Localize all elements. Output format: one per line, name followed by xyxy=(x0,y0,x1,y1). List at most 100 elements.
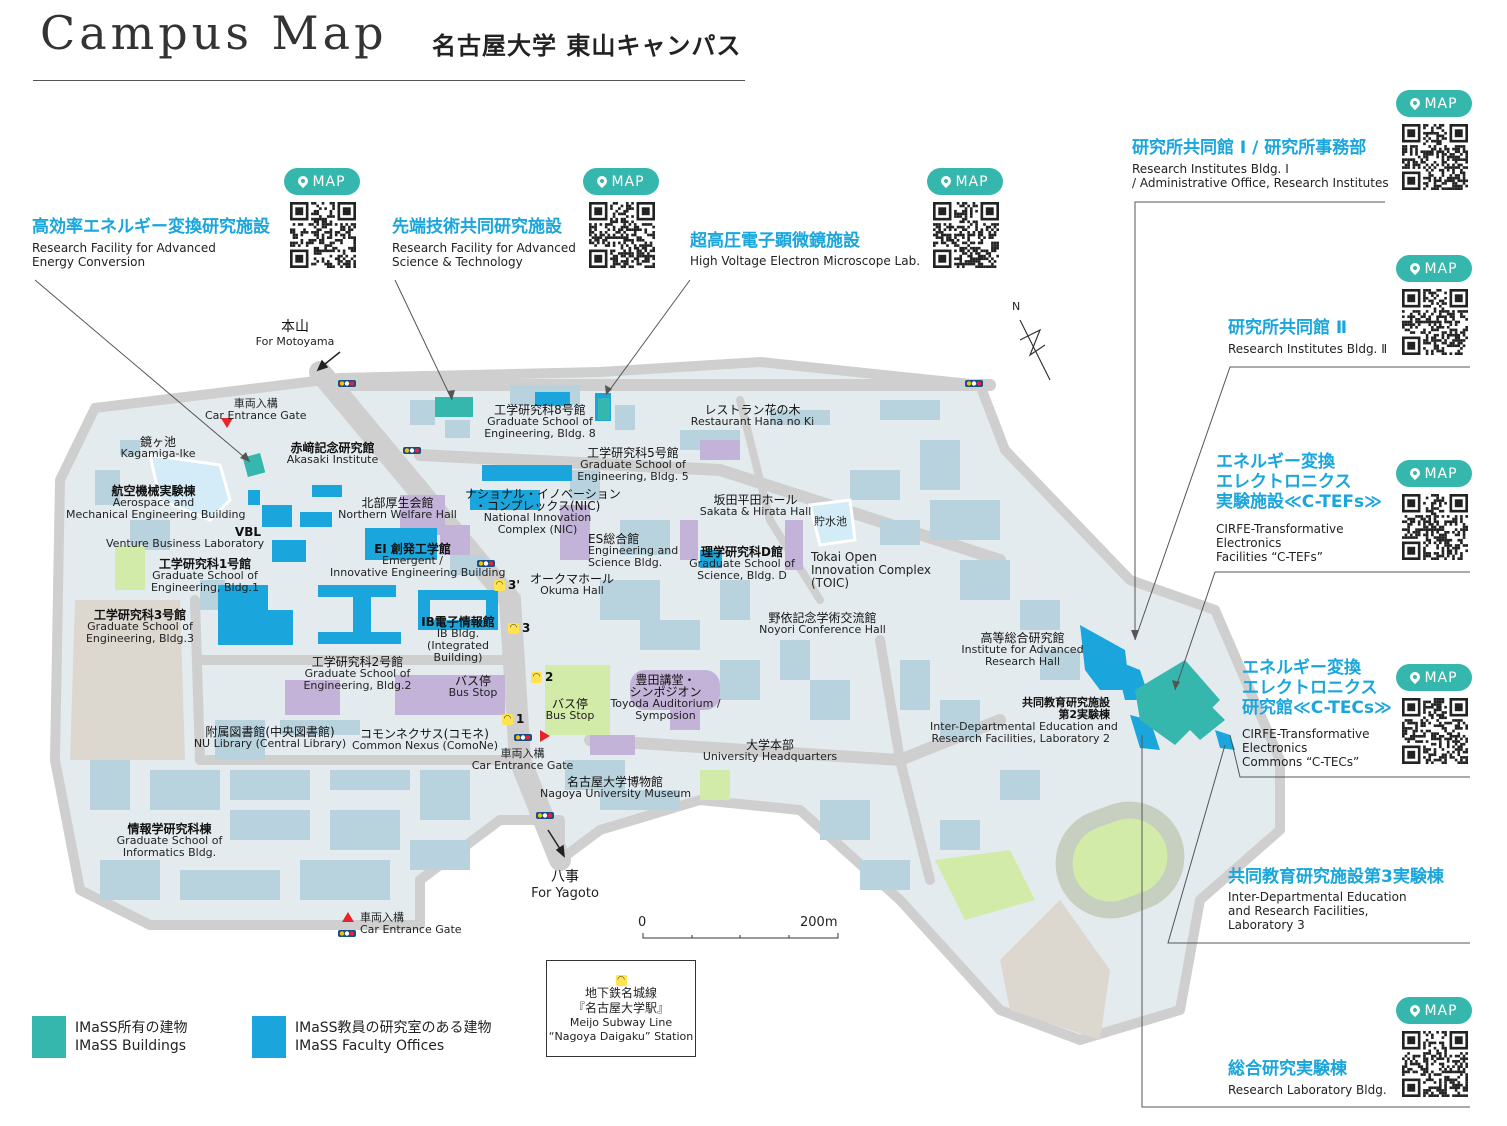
car-gate-icons xyxy=(221,418,550,922)
qr-code-research-institutes-2[interactable] xyxy=(1402,289,1468,355)
label-nic: ナショナル・イノベーション ・コンプレックス(NIC) National Inn… xyxy=(465,487,621,536)
page-subtitle: 名古屋大学 東山キャンパス xyxy=(432,32,742,60)
label-ei: EI 創発工学館 Emergent / Innovative Engineeri… xyxy=(330,542,506,579)
subway-icon: ◠ xyxy=(508,622,519,634)
map-button-research-institutes-1[interactable]: MAP xyxy=(1396,90,1472,117)
label-yagoto: 八事 For Yagoto xyxy=(531,869,599,901)
scale-zero: 0 xyxy=(638,915,647,930)
label-gate-center: 車両入構 Car Entrance Gate xyxy=(471,747,574,772)
card-subtitle-research-laboratory: Research Laboratory Bldg. xyxy=(1228,1083,1387,1097)
subway-info-box: ◠ 地下鉄名城線 『名古屋大学駅』 Meijo Subway Line “Nag… xyxy=(546,960,696,1057)
lecture-buildings xyxy=(285,440,803,755)
label-eng3: 工学研究科3号館 Graduate School of Engineering,… xyxy=(85,608,195,645)
leader-arrowheads xyxy=(240,385,1180,690)
label-ib: IB電子情報館 IB Bldg. (Integrated Building) xyxy=(421,615,495,664)
qr-code-advanced-science[interactable] xyxy=(589,202,655,268)
map-button-research-laboratory[interactable]: MAP xyxy=(1396,997,1472,1024)
kagamiga-pond xyxy=(148,453,232,522)
label-bus-stop-2: バス停 Bus Stop xyxy=(545,697,595,722)
map-pin-icon xyxy=(1408,260,1423,275)
label-noyori: 野依記念学術交流館 Noyori Conference Hall xyxy=(759,611,886,636)
label-headquarters: 大学本部 University Headquarters xyxy=(702,738,838,763)
label-eng1: 工学研究科1号館 Graduate School of Engineering,… xyxy=(150,557,260,594)
qr-code-research-institutes-1[interactable] xyxy=(1402,124,1468,190)
card-subtitle-advanced-science: Research Facility for Advanced Science &… xyxy=(392,241,576,269)
qr-code-research-laboratory[interactable] xyxy=(1402,1031,1468,1097)
subway-icon: ◠ xyxy=(531,671,542,683)
label-eng8: 工学研究科8号館 Graduate School of Engineering,… xyxy=(484,403,596,440)
map-pin-icon xyxy=(1408,1002,1423,1017)
label-common-nexus: コモンネクサス(コモネ) Common Nexus (ComoNe) xyxy=(352,727,498,752)
card-title-energy-conversion: 高効率エネルギー変換研究施設 xyxy=(32,217,270,237)
card-subtitle-research-institutes-1: Research Institutes Bldg. Ⅰ / Administra… xyxy=(1132,162,1389,190)
legend-swatch-imass-faculty xyxy=(252,1016,286,1058)
card-title-laboratory-3: 共同教育研究施設第3実験棟 xyxy=(1228,867,1444,887)
card-title-research-institutes-1: 研究所共同館 Ⅰ / 研究所事務部 xyxy=(1132,138,1367,158)
card-subtitle-energy-conversion: Research Facility for Advanced Energy Co… xyxy=(32,241,216,269)
label-sakata: 坂田平田ホール Sakata & Hirata Hall xyxy=(699,493,812,518)
label-eng5: 工学研究科5号館 Graduate School of Engineering,… xyxy=(577,446,689,483)
legend-imass-faculty: IMaSS教員の研究室のある建物 IMaSS Faculty Offices xyxy=(295,1020,492,1054)
subway-icon: ◠ xyxy=(502,713,513,725)
label-hananoki: レストラン花の木 Restaurant Hana no Ki xyxy=(690,403,815,428)
card-title-c-tefs: エネルギー変換 エレクトロニクス 実験施設≪C-TEFs≫ xyxy=(1216,452,1382,512)
title-divider xyxy=(33,80,745,81)
label-informatics: 情報学研究科棟 Graduate School of Informatics B… xyxy=(116,822,223,859)
card-subtitle-research-institutes-2: Research Institutes Bldg. Ⅱ xyxy=(1228,342,1388,356)
map-button-research-institutes-2[interactable]: MAP xyxy=(1396,255,1472,282)
qr-code-energy-conversion[interactable] xyxy=(290,202,356,268)
traffic-light-icons xyxy=(338,380,983,937)
label-vbl: VBL Venture Business Laboratory xyxy=(106,525,265,550)
subway-icon: ◠ xyxy=(494,579,505,591)
north-arrow-icon xyxy=(1019,319,1051,381)
map-button-advanced-science[interactable]: MAP xyxy=(583,168,659,195)
map-pin-icon xyxy=(296,173,311,188)
map-pin-icon xyxy=(1408,669,1423,684)
qr-code-electron-microscope[interactable] xyxy=(933,202,999,268)
reservoir xyxy=(808,498,857,547)
label-laboratory-2: 共同教育研究施設 第2実験棟 Inter-Departmental Educat… xyxy=(930,696,1118,745)
legend-swatch-imass-buildings xyxy=(32,1016,66,1058)
imass-owned-buildings xyxy=(242,397,1225,745)
scale-bar xyxy=(642,933,839,939)
label-northern-welfare: 北部厚生会館 Northern Welfare Hall xyxy=(338,496,457,521)
subway-exit-3-prime[interactable]: ◠3' xyxy=(494,578,520,592)
map-button-energy-conversion[interactable]: MAP xyxy=(284,168,360,195)
subway-exit-3[interactable]: ◠3 xyxy=(508,621,530,635)
qr-code-c-tefs[interactable] xyxy=(1402,494,1468,560)
green-areas xyxy=(115,545,1035,920)
map-pin-icon xyxy=(595,173,610,188)
subway-exit-1[interactable]: ◠1 xyxy=(502,712,524,726)
label-toic: Tokai Open Innovation Complex (TOIC) xyxy=(811,550,931,590)
map-button-c-tecs[interactable]: MAP xyxy=(1396,664,1472,691)
label-eng2: 工学研究科2号館 Graduate School of Engineering,… xyxy=(303,655,412,692)
card-title-research-laboratory: 総合研究実験棟 xyxy=(1228,1059,1347,1079)
qr-code-c-tecs[interactable] xyxy=(1402,698,1468,764)
label-gate-south: 車両入構 Car Entrance Gate xyxy=(360,911,462,936)
map-button-electron-microscope[interactable]: MAP xyxy=(927,168,1003,195)
label-toyoda: 豊田講堂・ シンポジオン Toyoda Auditorium / Symposi… xyxy=(610,673,721,722)
card-title-electron-microscope: 超高圧電子顕微鏡施設 xyxy=(690,231,860,251)
subway-icon: ◠ xyxy=(615,975,627,986)
subway-exit-2[interactable]: ◠2 xyxy=(531,670,553,684)
running-track xyxy=(1055,801,1185,919)
card-title-research-institutes-2: 研究所共同館 Ⅱ xyxy=(1228,318,1348,338)
map-pin-icon xyxy=(1408,95,1423,110)
label-motoyama: 本山 For Motoyama xyxy=(255,319,335,348)
scale-max: 200m xyxy=(800,915,838,930)
label-akasaki: 赤﨑記念研究館 Akasaki Institute xyxy=(286,441,379,466)
map-button-c-tefs[interactable]: MAP xyxy=(1396,460,1472,487)
card-subtitle-c-tefs: CIRFE-Transformative Electronics Facilit… xyxy=(1216,522,1344,564)
card-subtitle-laboratory-3: Inter-Departmental Education and Researc… xyxy=(1228,890,1407,932)
label-science-d: 理学研究科D館 Graduate School of Science, Bldg… xyxy=(689,545,795,582)
card-subtitle-electron-microscope: High Voltage Electron Microscope Lab. xyxy=(690,254,921,268)
label-reservoir: 貯水池 xyxy=(814,515,847,528)
north-label: N xyxy=(1012,300,1021,313)
label-es: ES総合館 Engineering and Science Bldg. xyxy=(588,532,679,569)
label-okuma: オークマホール Okuma Hall xyxy=(529,572,614,597)
label-bus-stop-1: バス停 Bus Stop xyxy=(448,674,498,699)
leader-lines xyxy=(34,201,1470,1108)
label-gate-north: 車両入構 Car Entrance Gate xyxy=(205,397,307,422)
page-title: Campus Map xyxy=(40,6,388,60)
